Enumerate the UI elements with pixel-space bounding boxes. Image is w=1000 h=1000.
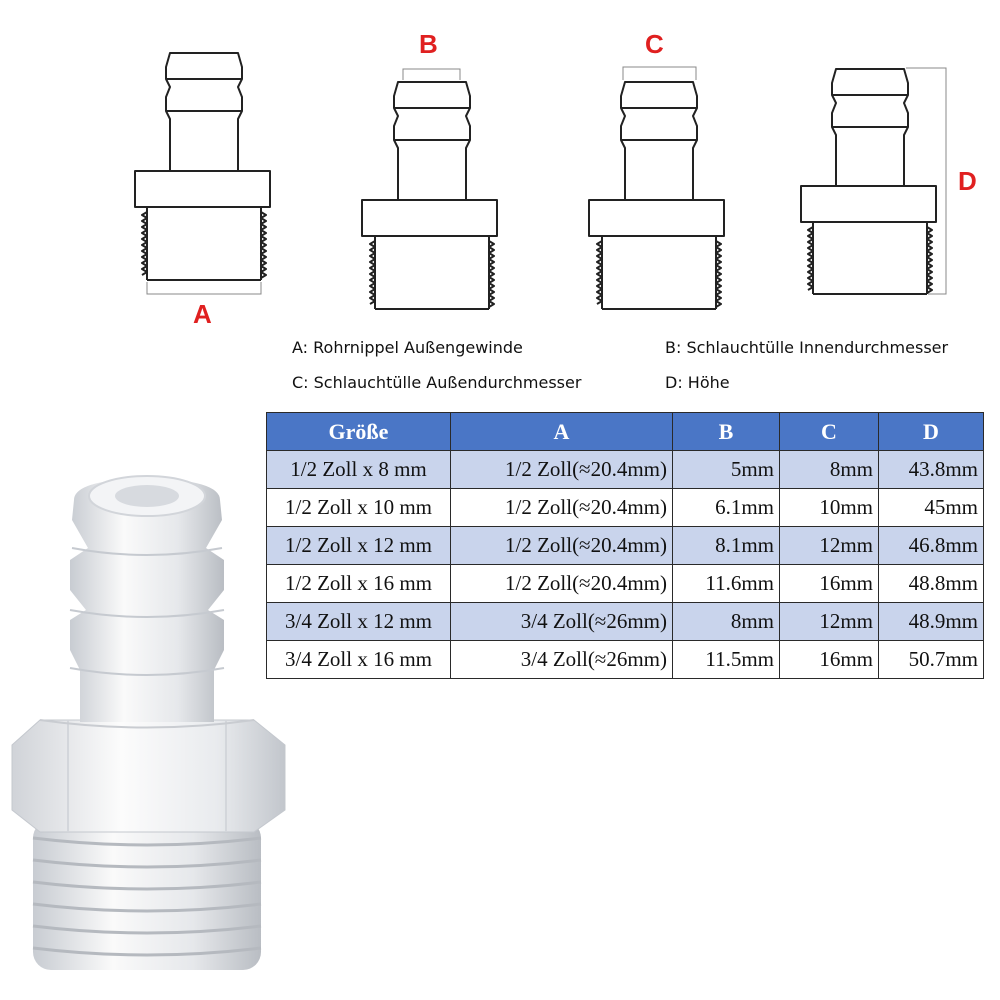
size-spec-table: Größe A B C D 1/2 Zoll x 8 mm 1/2 Zoll(≈… <box>266 412 984 679</box>
fitting-drawing-d <box>800 68 937 295</box>
table-cell: 48.8mm <box>878 564 984 603</box>
header-c: C <box>779 412 879 451</box>
table-cell: 1/2 Zoll x 16 mm <box>266 564 451 603</box>
table-cell: 45mm <box>878 488 984 527</box>
table-cell: 6.1mm <box>672 488 780 527</box>
table-cell: 1/2 Zoll x 10 mm <box>266 488 451 527</box>
table-cell: 11.6mm <box>672 564 780 603</box>
dimension-marker-a <box>146 282 262 295</box>
table-cell: 48.9mm <box>878 602 984 641</box>
table-cell: 8mm <box>672 602 780 641</box>
table-cell: 1/2 Zoll(≈20.4mm) <box>450 526 673 565</box>
table-cell: 1/2 Zoll(≈20.4mm) <box>450 488 673 527</box>
table-cell: 16mm <box>779 564 879 603</box>
dimension-label-b: B <box>419 29 438 59</box>
table-row: 1/2 Zoll x 10 mm 1/2 Zoll(≈20.4mm) 6.1mm… <box>266 488 984 527</box>
table-cell: 1/2 Zoll x 8 mm <box>266 450 451 489</box>
header-b: B <box>672 412 780 451</box>
hex-nut <box>11 719 286 833</box>
thread-section <box>32 820 262 970</box>
product-photo <box>11 475 286 970</box>
table-cell: 1/2 Zoll(≈20.4mm) <box>450 564 673 603</box>
fitting-drawing-c <box>588 81 725 310</box>
dimension-label-d: D <box>958 166 977 196</box>
fitting-dimension-diagram: A B C D <box>134 29 977 329</box>
table-cell: 16mm <box>779 640 879 679</box>
table-cell: 3/4 Zoll(≈26mm) <box>450 640 673 679</box>
table-cell: 3/4 Zoll(≈26mm) <box>450 602 673 641</box>
table-cell: 3/4 Zoll x 16 mm <box>266 640 451 679</box>
dimension-marker-b <box>402 68 461 80</box>
table-row: 1/2 Zoll x 8 mm 1/2 Zoll(≈20.4mm) 5mm 8m… <box>266 450 984 489</box>
table-cell: 12mm <box>779 602 879 641</box>
table-cell: 5mm <box>672 450 780 489</box>
header-a: A <box>450 412 673 451</box>
table-cell: 46.8mm <box>878 526 984 565</box>
table-cell: 8mm <box>779 450 879 489</box>
legend-b: B: Schlauchtülle Innendurchmesser <box>665 338 949 357</box>
header-d: D <box>878 412 984 451</box>
table-cell: 43.8mm <box>878 450 984 489</box>
table-cell: 1/2 Zoll x 12 mm <box>266 526 451 565</box>
dimension-label-c: C <box>645 29 664 59</box>
table-cell: 50.7mm <box>878 640 984 679</box>
table-cell: 3/4 Zoll x 12 mm <box>266 602 451 641</box>
table-cell: 10mm <box>779 488 879 527</box>
table-cell: 1/2 Zoll(≈20.4mm) <box>450 450 673 489</box>
table-row: 3/4 Zoll x 16 mm 3/4 Zoll(≈26mm) 11.5mm … <box>266 640 984 679</box>
table-row: 3/4 Zoll x 12 mm 3/4 Zoll(≈26mm) 8mm 12m… <box>266 602 984 641</box>
dimension-marker-d <box>906 67 947 295</box>
table-header-row: Größe A B C D <box>266 412 984 451</box>
table-cell: 11.5mm <box>672 640 780 679</box>
legend-c: C: Schlauchtülle Außendurchmesser <box>292 373 582 392</box>
header-size: Größe <box>266 412 451 451</box>
fitting-drawing-a <box>134 52 271 281</box>
dimension-marker-c <box>622 66 697 80</box>
dimension-label-a: A <box>193 299 212 329</box>
table-cell: 8.1mm <box>672 526 780 565</box>
legend-a: A: Rohrnippel Außengewinde <box>292 338 523 357</box>
table-row: 1/2 Zoll x 16 mm 1/2 Zoll(≈20.4mm) 11.6m… <box>266 564 984 603</box>
table-row: 1/2 Zoll x 12 mm 1/2 Zoll(≈20.4mm) 8.1mm… <box>266 526 984 565</box>
legend-d: D: Höhe <box>665 373 730 392</box>
table-cell: 12mm <box>779 526 879 565</box>
barb-stem <box>69 475 225 722</box>
fitting-drawing-b <box>361 81 498 310</box>
